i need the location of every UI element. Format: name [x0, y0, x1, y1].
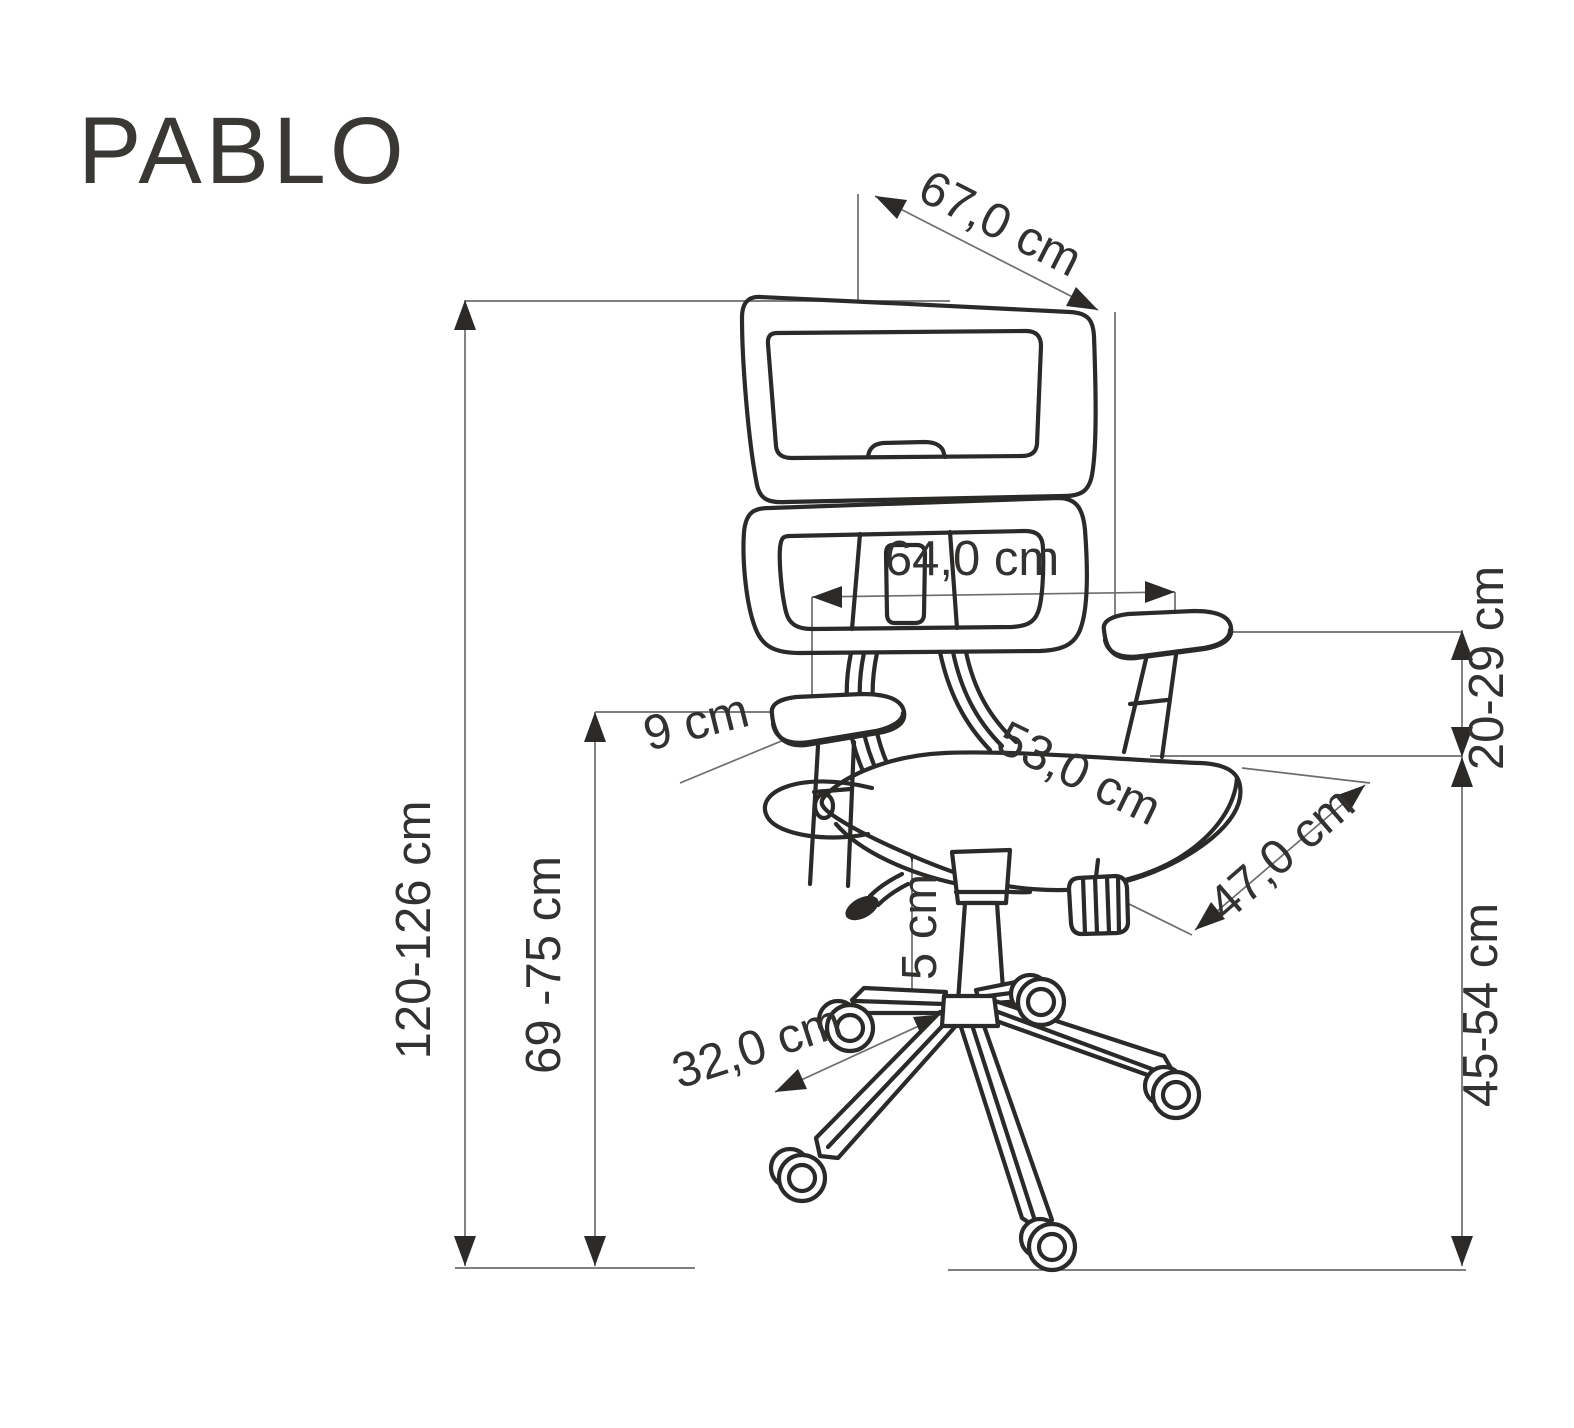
base-hub	[939, 993, 1001, 1029]
caster-front-left	[768, 1146, 828, 1204]
dimension-labels: 67,0 cm 64,0 cm 20-29 cm 45-54 cm 120-12…	[387, 160, 1514, 1107]
dim-label-depth: 67,0 cm	[910, 160, 1090, 287]
dim-label-backrest-width: 64,0 cm	[885, 532, 1059, 586]
dim-label-seat-height: 45-54 cm	[1454, 903, 1508, 1107]
dimension-lines	[464, 195, 1463, 1266]
backrest-tab	[865, 439, 948, 460]
chair-drawing	[739, 294, 1243, 1273]
gas-lift-sleeve	[949, 847, 1013, 906]
backrest-lower	[741, 495, 1089, 656]
caster-front-center	[1018, 1216, 1078, 1273]
adjustment-lever	[867, 871, 905, 899]
extension-lines	[455, 194, 1466, 1271]
caster-back-left	[816, 998, 876, 1054]
product-name: PABLO	[78, 98, 408, 204]
dim-label-armrest-pad-width: 9 cm	[638, 683, 754, 761]
dim-label-base-leg-length: 32,0 cm	[666, 994, 848, 1099]
dimension-arrowheads	[454, 196, 1473, 1266]
lumbar-pad	[883, 542, 928, 626]
armrest-right	[1101, 608, 1234, 760]
armrest-left	[769, 691, 907, 889]
caster-right	[1142, 1064, 1202, 1121]
dim-label-armrest-height: 20-29 cm	[1460, 566, 1514, 770]
dim-label-armrest-floor-height: 69 -75 cm	[517, 856, 571, 1074]
dim-label-seat-thickness: 5 cm	[893, 874, 947, 980]
backrest-upper-window	[765, 328, 1044, 461]
backrest-upper	[739, 294, 1098, 505]
base	[768, 972, 1202, 1273]
lever-handle-tip	[845, 895, 879, 921]
caster-back-right	[1008, 972, 1067, 1028]
dim-label-overall-height: 120-126 cm	[387, 801, 441, 1060]
